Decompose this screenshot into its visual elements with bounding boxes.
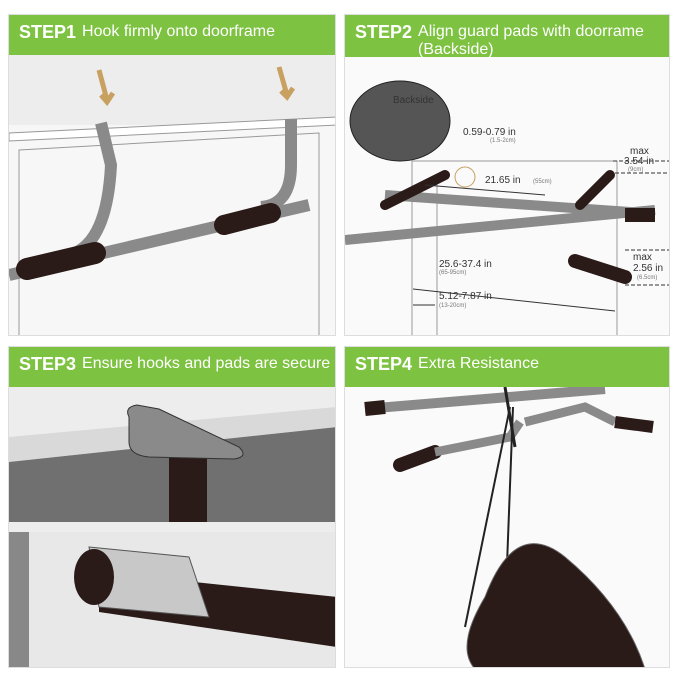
step-label: STEP1 (19, 22, 77, 42)
step4-header: STEP4 Extra Resistance (345, 347, 669, 387)
arrow-down-icon (96, 69, 116, 107)
arrow-down-icon (276, 66, 296, 101)
step2-diagram: Backside 0.59-0.79 in (1.5-2cm) max 3.54… (345, 15, 669, 335)
step-title: Ensure hooks and pads are secure (82, 355, 331, 372)
step1-header: STEP1 Hook firmly onto doorframe (9, 15, 335, 55)
step3-header: STEP3 Ensure hooks and pads are secure (9, 347, 335, 387)
max-bottom-cm: (6.5cm) (637, 275, 657, 281)
max-top-value: 3.54 in (624, 156, 654, 167)
step2-panel: Backside 0.59-0.79 in (1.5-2cm) max 3.54… (344, 14, 670, 336)
step-label: STEP4 (355, 354, 413, 374)
step-title: Hook firmly onto doorframe (82, 23, 275, 40)
backside-label: Backside (393, 95, 434, 106)
gap-label: 0.59-0.79 in (463, 127, 516, 138)
dimension-arrow (424, 184, 546, 196)
door-width: 25.6-37.4 in (439, 259, 492, 270)
step-label: STEP2 (355, 22, 413, 42)
max-bottom: max (633, 252, 652, 263)
max-top-cm: (9cm) (628, 167, 643, 173)
step-label: STEP3 (19, 354, 77, 374)
step-title: Align guard pads with doorrame (Backside… (418, 23, 644, 58)
hook-spacing: 21.65 in (485, 175, 521, 186)
step4-panel: STEP4 Extra Resistance (344, 346, 670, 668)
hook-spacing-cm: (55cm) (533, 179, 552, 185)
door-width-cm: (65-95cm) (439, 270, 466, 276)
step3-panel: STEP3 Ensure hooks and pads are secure (8, 346, 336, 668)
step3-illustration (9, 387, 335, 667)
step-title: Extra Resistance (418, 355, 539, 372)
step1-panel: STEP1 Hook firmly onto doorframe (8, 14, 336, 336)
max-top: max (630, 146, 649, 157)
max-bottom-value: 2.56 in (633, 263, 663, 274)
trim-width: 5.12-7.87 in (439, 291, 492, 302)
gap-cm: (1.5-2cm) (490, 138, 516, 144)
step1-illustration (9, 66, 335, 335)
trim-width-cm: (13-20cm) (439, 303, 466, 309)
step4-illustration (345, 384, 669, 667)
